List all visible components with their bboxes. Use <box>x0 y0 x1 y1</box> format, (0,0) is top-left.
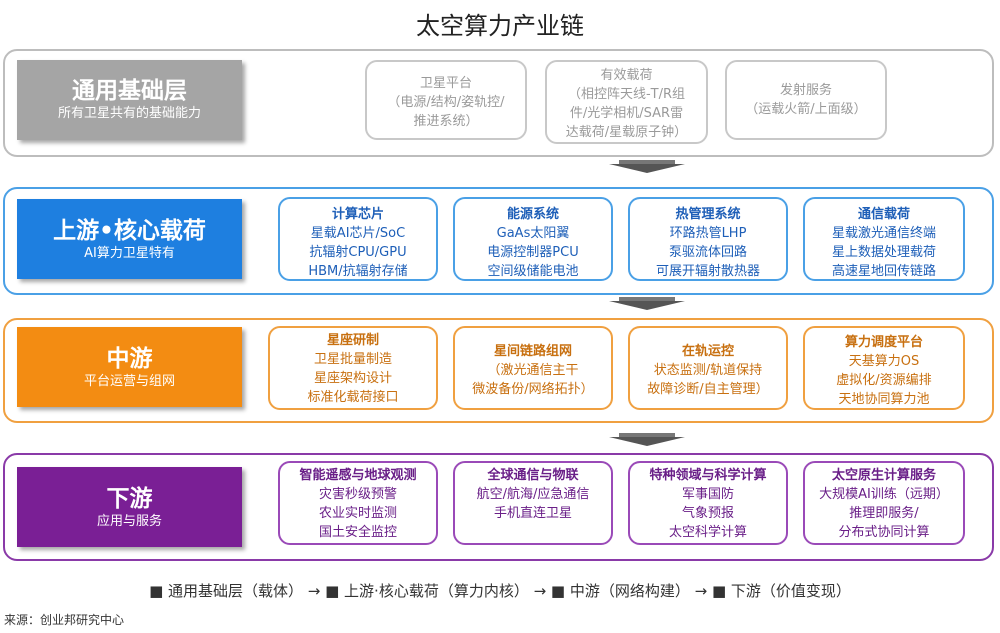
midstream-card-line: （激光通信主干 <box>487 363 579 378</box>
downstream-card-line: 灾害秒级预警 <box>318 487 397 502</box>
downstream-card-title: 智能遥感与地球观测 <box>299 468 417 483</box>
general-card: 有效载荷 （相控阵天线-T/R组 件/光学相机/SAR雷 达载荷/星载原子钟） <box>545 60 708 144</box>
downstream-card-line: 手机直连卫星 <box>493 506 572 521</box>
upstream-card: 通信载荷 星载激光通信终端 星上数据处理载荷 高速星地回传链路 <box>803 197 965 281</box>
general-card-line: 件/光学相机/SAR雷 <box>569 106 684 121</box>
source-note: 来源：创业邦研究中心 <box>4 613 125 627</box>
general-card-line: 推进系统） <box>413 114 479 129</box>
downstream-card-line: 太空科学计算 <box>668 525 747 540</box>
general-layer-band <box>3 49 994 157</box>
downstream-card-line: 农业实时监测 <box>318 506 397 521</box>
down-arrow-icon <box>609 437 685 446</box>
midstream-card: 星座研制 卫星批量制造 星座架构设计 标准化载荷接口 <box>268 326 438 410</box>
upstream-card-line: 空间级储能电池 <box>487 264 579 279</box>
downstream-card-line: 国土安全监控 <box>318 525 397 540</box>
upstream-card: 热管理系统 环路热管LHP 泵驱流体回路 可展开辐射散热器 <box>628 197 788 281</box>
midstream-card-line: 天基算力OS <box>848 354 920 369</box>
downstream-card-title: 太空原生计算服务 <box>831 468 936 483</box>
midstream-layer-label: 中游 平台运营与组网 <box>17 327 242 407</box>
midstream-card-line: 卫星批量制造 <box>313 352 392 367</box>
midstream-card-line: 标准化载荷接口 <box>307 390 399 405</box>
midstream-card-line: 天地协同算力池 <box>838 392 930 407</box>
upstream-card-line: 电源控制器PCU <box>487 245 579 260</box>
midstream-card: 星间链路组网 （激光通信主干 微波备份/网络拓扑） <box>453 326 613 410</box>
upstream-card-title: 热管理系统 <box>675 207 741 222</box>
upstream-card-title: 计算芯片 <box>331 207 384 222</box>
general-layer-label: 通用基础层 所有卫星共有的基础能力 <box>17 60 242 140</box>
general-card-title: 发射服务 <box>779 83 832 98</box>
downstream-layer-desc: 应用与服务 <box>96 514 162 529</box>
upstream-layer-label: 上游•核心载荷 AI算力卫星特有 <box>17 199 242 279</box>
down-arrow-bar <box>619 160 675 164</box>
downstream-card: 全球通信与物联 航空/航海/应急通信 手机直连卫星 <box>453 461 613 545</box>
diagram-title: 太空算力产业链 <box>416 12 584 40</box>
upstream-card-line: GaAs太阳翼 <box>496 226 570 241</box>
legend: ■ 通用基础层（载体） → ■ 上游·核心载荷（算力内核） → ■ 中游（网络构… <box>149 582 851 600</box>
midstream-card: 在轨运控 状态监测/轨道保持 故障诊断/自主管理） <box>628 326 788 410</box>
general-card-line: （运载火箭/上面级） <box>745 102 867 117</box>
upstream-card: 能源系统 GaAs太阳翼 电源控制器PCU 空间级储能电池 <box>453 197 613 281</box>
upstream-layer-band <box>3 187 994 295</box>
midstream-card-title: 算力调度平台 <box>844 335 923 350</box>
midstream-card-title: 星间链路组网 <box>493 344 572 359</box>
general-card-title: 卫星平台 <box>419 76 472 91</box>
upstream-card-line: HBM/抗辐射存储 <box>308 264 408 279</box>
upstream-layer-name: 上游•核心载荷 <box>53 218 206 244</box>
midstream-card-title: 在轨运控 <box>681 344 734 359</box>
general-card: 卫星平台 （电源/结构/姿轨控/ 推进系统） <box>365 60 527 140</box>
midstream-layer-desc: 平台运营与组网 <box>83 374 175 389</box>
upstream-card-line: 可展开辐射散热器 <box>655 264 760 279</box>
upstream-card: 计算芯片 星载AI芯片/SoC 抗辐射CPU/GPU HBM/抗辐射存储 <box>278 197 438 281</box>
downstream-card-line: 推理即服务/ <box>849 506 919 521</box>
midstream-card-line: 微波备份/网络拓扑） <box>472 382 594 397</box>
midstream-card-line: 故障诊断/自主管理） <box>647 382 769 397</box>
upstream-card-line: 星载AI芯片/SoC <box>310 226 406 241</box>
midstream-card-line: 虚拟化/资源编排 <box>836 373 932 388</box>
downstream-card-line: 航空/航海/应急通信 <box>476 487 590 502</box>
downstream-card-line: 大规模AI训练（远期） <box>819 487 949 502</box>
general-card: 发射服务 （运载火箭/上面级） <box>725 60 887 140</box>
general-card-title: 有效载荷 <box>600 68 653 83</box>
upstream-card-title: 通信载荷 <box>857 207 910 222</box>
upstream-card-line: 抗辐射CPU/GPU <box>309 245 407 260</box>
downstream-card: 智能遥感与地球观测 灾害秒级预警 农业实时监测 国土安全监控 <box>278 461 438 545</box>
downstream-card-title: 特种领域与科学计算 <box>649 468 767 483</box>
downstream-layer-band <box>3 453 994 561</box>
midstream-card-title: 星座研制 <box>326 333 379 348</box>
downstream-card: 特种领域与科学计算 军事国防 气象预报 太空科学计算 <box>628 461 788 545</box>
down-arrow-bar <box>619 297 675 301</box>
midstream-card: 算力调度平台 天基算力OS 虚拟化/资源编排 天地协同算力池 <box>803 326 965 410</box>
downstream-card-line: 气象预报 <box>681 506 734 521</box>
upstream-card-line: 高速星地回传链路 <box>831 264 936 279</box>
general-card-line: （电源/结构/姿轨控/ <box>387 95 505 110</box>
upstream-layer-desc: AI算力卫星特有 <box>84 246 175 261</box>
down-arrow-bar <box>619 433 675 437</box>
upstream-card-line: 星上数据处理载荷 <box>831 245 936 260</box>
general-card-line: 达载荷/星载原子钟） <box>565 125 688 140</box>
upstream-card-line: 星载激光通信终端 <box>831 226 936 241</box>
down-arrow-icon <box>609 164 685 173</box>
downstream-layer-name: 下游 <box>106 486 153 512</box>
midstream-card-line: 星座架构设计 <box>313 371 392 386</box>
upstream-card-line: 环路热管LHP <box>669 226 747 241</box>
downstream-card: 太空原生计算服务 大规模AI训练（远期） 推理即服务/ 分布式协同计算 <box>803 461 965 545</box>
down-arrow-icon <box>609 301 685 310</box>
midstream-card-line: 状态监测/轨道保持 <box>653 363 763 378</box>
downstream-layer-label: 下游 应用与服务 <box>17 467 242 547</box>
general-layer-name: 通用基础层 <box>72 78 187 104</box>
upstream-card-title: 能源系统 <box>506 207 559 222</box>
midstream-layer-band <box>3 318 994 423</box>
general-layer-desc: 所有卫星共有的基础能力 <box>57 106 201 121</box>
midstream-layer-name: 中游 <box>106 346 153 372</box>
general-card-line: （相控阵天线-T/R组 <box>567 87 686 102</box>
downstream-card-line: 军事国防 <box>681 487 734 502</box>
downstream-card-title: 全球通信与物联 <box>487 468 579 483</box>
upstream-card-line: 泵驱流体回路 <box>668 245 747 260</box>
downstream-card-line: 分布式协同计算 <box>838 525 930 540</box>
